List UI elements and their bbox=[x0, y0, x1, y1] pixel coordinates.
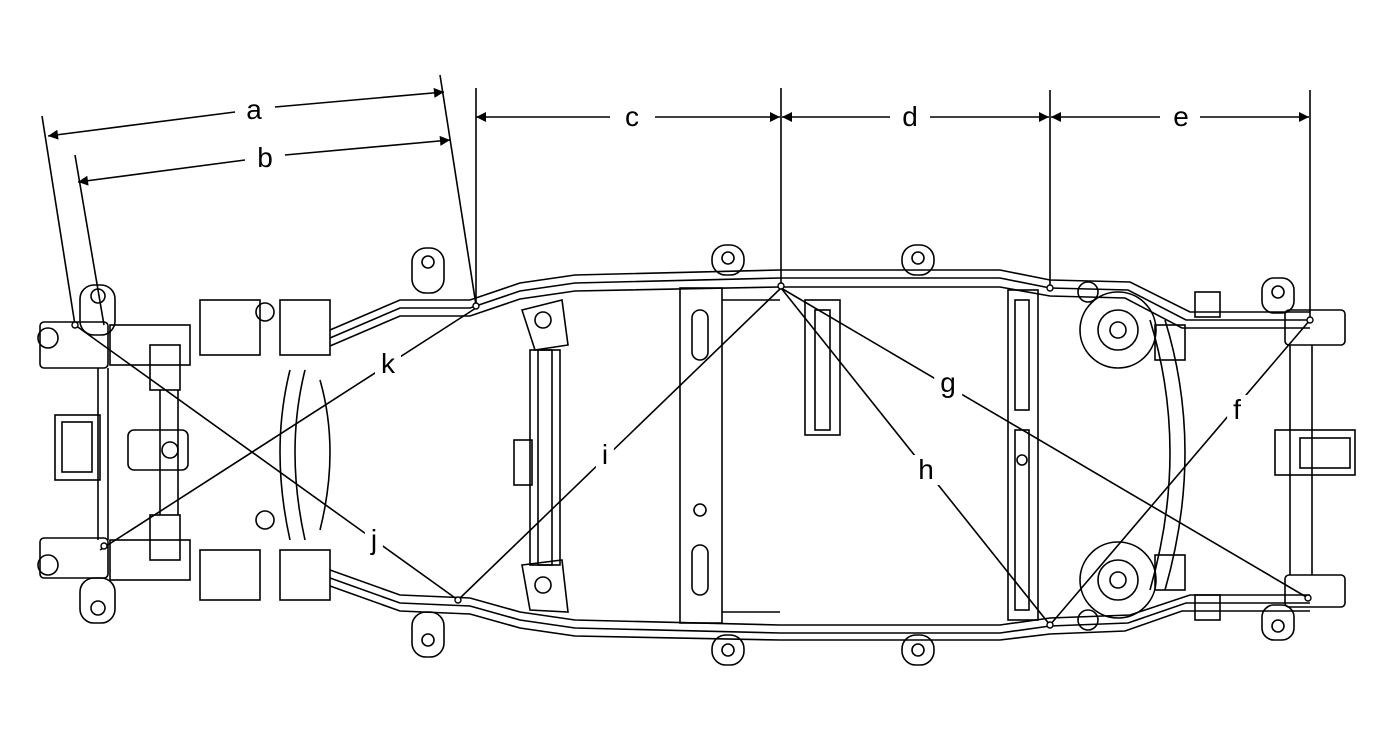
dimension-label-g: g bbox=[934, 368, 962, 398]
line-k bbox=[99, 307, 477, 551]
dimension-label-b: b bbox=[251, 143, 279, 173]
dimension-label-i: i bbox=[595, 440, 615, 470]
dimension-label-f: f bbox=[1227, 395, 1247, 425]
measurement-points bbox=[71, 282, 1314, 629]
line-j bbox=[74, 324, 459, 601]
dimension-label-h: h bbox=[912, 455, 940, 485]
line-f bbox=[1049, 319, 1311, 626]
vehicle-frame bbox=[37, 244, 1356, 666]
dimension-label-e: e bbox=[1167, 102, 1195, 132]
dimension-label-a: a bbox=[240, 95, 268, 125]
dimension-label-d: d bbox=[896, 102, 924, 132]
dimension-label-c: c bbox=[619, 102, 645, 132]
line-i bbox=[457, 287, 782, 601]
dimension-label-k: k bbox=[375, 349, 401, 379]
measurement-lines bbox=[41, 74, 1311, 626]
line-g bbox=[780, 287, 1309, 599]
dimension-label-j: j bbox=[364, 525, 384, 555]
